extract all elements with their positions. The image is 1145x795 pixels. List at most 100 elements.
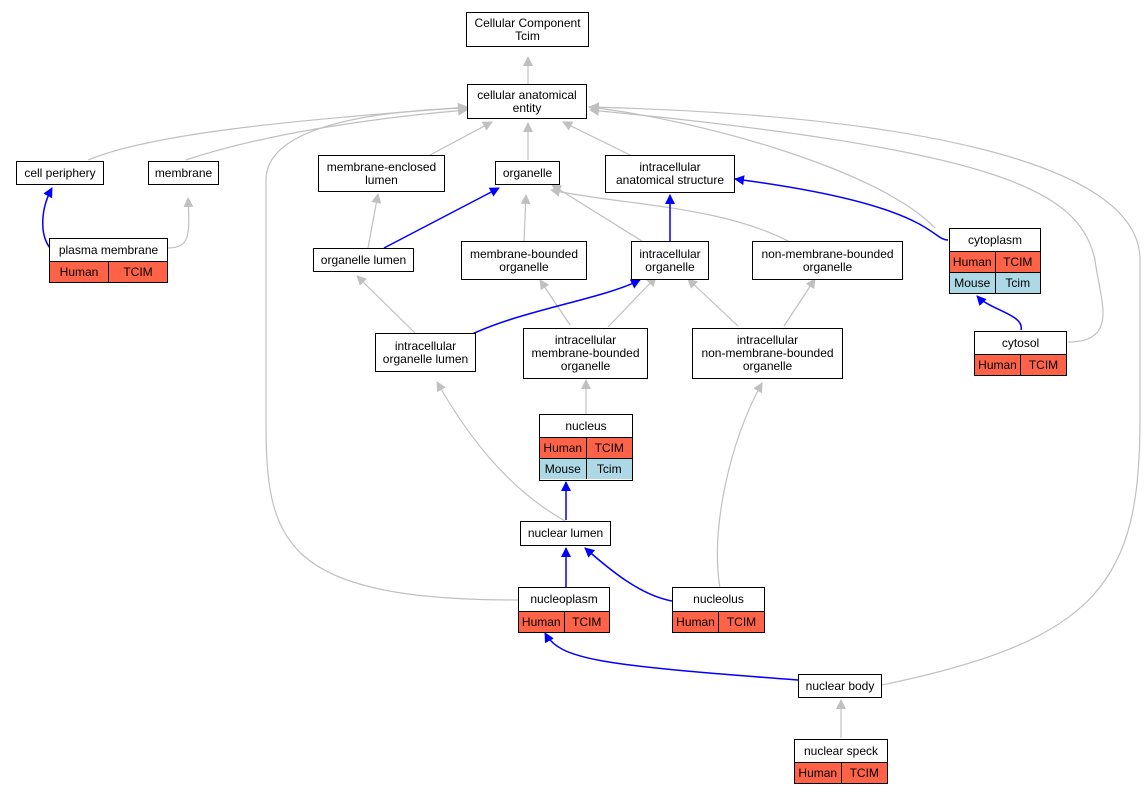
- gray-edges: [87, 56, 1141, 738]
- node-nuclear-body[interactable]: nuclear body: [798, 674, 882, 698]
- species-cell: Human: [975, 355, 1020, 375]
- edge-imbo-to-io: [607, 276, 657, 328]
- node-cellular-anatomical-entity[interactable]: cellular anatomical entity: [467, 84, 587, 119]
- edge-plasma-membrane-to-cell-periphery: [42, 187, 53, 249]
- gene-cell: TCIM: [994, 252, 1040, 272]
- edge-iol-to-organelle-lumen: [356, 275, 416, 334]
- edge-nucleolus-to-nuclear-lumen: [584, 547, 673, 602]
- node-label: intracellular organelle: [639, 246, 701, 274]
- node-intracellular-non-membrane-bounded-organelle[interactable]: intracellular non-membrane-bounded organ…: [692, 328, 843, 379]
- annotation-row-human: Human TCIM: [540, 437, 632, 458]
- edge-ias-to-cae: [562, 121, 631, 156]
- node-cytosol[interactable]: cytosol Human TCIM: [974, 331, 1067, 376]
- edge-mel-to-cae: [429, 121, 493, 156]
- annotation-row-human: Human TCIM: [975, 354, 1066, 375]
- node-label: Cellular Component Tcim: [474, 15, 581, 43]
- gene-cell: TCIM: [585, 438, 632, 458]
- node-cytoplasm[interactable]: cytoplasm Human TCIM Mouse Tcim: [949, 228, 1041, 294]
- node-label: organelle: [502, 165, 553, 180]
- species-cell: Mouse: [540, 459, 586, 479]
- species-cell: Human: [519, 612, 564, 632]
- node-label: membrane-bounded organelle: [469, 246, 579, 274]
- node-label: intracellular membrane-bounded organelle: [531, 333, 640, 373]
- edge-nuclear-body-to-nucleoplasm: [544, 632, 799, 681]
- node-label: nucleoplasm: [530, 592, 598, 606]
- gene-cell: TCIM: [563, 612, 609, 632]
- edge-cytoplasm-to-ias: [734, 175, 949, 241]
- node-membrane-enclosed-lumen[interactable]: membrane-enclosed lumen: [318, 155, 445, 192]
- node-non-membrane-bounded-organelle[interactable]: non-membrane-bounded organelle: [752, 241, 903, 280]
- edge-plasma-membrane-to-membrane: [167, 197, 194, 249]
- edge-organelle-lumen-to-mel: [367, 193, 382, 249]
- node-nucleoplasm[interactable]: nucleoplasm Human TCIM: [518, 587, 610, 633]
- edge-cytosol-to-cytoplasm: [976, 295, 1022, 331]
- blue-edges: [42, 175, 1022, 681]
- edge-nuclear-body-to-cae: [589, 102, 1141, 686]
- node-nucleolus[interactable]: nucleolus Human TCIM: [672, 587, 765, 633]
- node-membrane[interactable]: membrane: [148, 161, 219, 185]
- edge-imbo-to-mbo: [539, 279, 571, 326]
- node-cell-periphery[interactable]: cell periphery: [16, 161, 104, 185]
- species-cell: Human: [673, 612, 718, 632]
- node-label: cellular anatomical entity: [477, 87, 577, 115]
- edge-iol-to-io: [465, 279, 641, 338]
- species-cell: Human: [950, 252, 995, 272]
- node-label: non-membrane-bounded organelle: [761, 246, 894, 274]
- node-label: membrane: [154, 165, 213, 180]
- edge-mbo-to-organelle: [520, 194, 531, 243]
- node-label: cell periphery: [24, 165, 96, 180]
- annotation-row-human: Human TCIM: [673, 611, 764, 632]
- species-cell: Mouse: [950, 273, 995, 293]
- node-cellular-component[interactable]: Cellular Component Tcim: [466, 12, 589, 47]
- gene-cell: TCIM: [108, 262, 167, 282]
- node-label: nuclear body: [805, 678, 875, 693]
- node-nucleus[interactable]: nucleus Human TCIM Mouse Tcim: [539, 414, 633, 481]
- edge-inmbo-to-io: [687, 278, 739, 327]
- node-intracellular-membrane-bounded-organelle[interactable]: intracellular membrane-bounded organelle: [523, 328, 648, 379]
- edge-nucleolus-to-inmbo: [716, 382, 763, 589]
- gene-cell: Tcim: [585, 459, 632, 479]
- node-label: cytoplasm: [967, 232, 1023, 247]
- node-label: nuclear speck: [803, 743, 879, 758]
- species-cell: Human: [50, 262, 108, 282]
- annotation-row-human: Human TCIM: [50, 261, 167, 282]
- species-cell: Human: [540, 438, 586, 458]
- node-label: intracellular non-membrane-bounded organ…: [701, 333, 834, 373]
- node-plasma-membrane[interactable]: plasma membrane Human TCIM: [49, 238, 168, 283]
- edge-membrane-to-cae: [185, 105, 468, 161]
- node-nuclear-speck[interactable]: nuclear speck Human TCIM: [794, 739, 888, 784]
- edge-inmbo-to-nmbo: [783, 278, 816, 327]
- node-label: plasma membrane: [58, 242, 159, 257]
- gene-cell: Tcim: [994, 273, 1040, 293]
- node-organelle[interactable]: organelle: [495, 161, 560, 185]
- node-intracellular-anatomical-structure[interactable]: intracellular anatomical structure: [605, 155, 735, 193]
- node-intracellular-organelle-lumen[interactable]: intracellular organelle lumen: [375, 333, 476, 372]
- annotation-row-human: Human TCIM: [519, 611, 609, 632]
- node-label: nuclear lumen: [527, 526, 604, 540]
- node-label: nucleus: [565, 418, 607, 433]
- edge-cytosol-to-cae: [589, 105, 1104, 343]
- node-label: membrane-enclosed lumen: [326, 159, 437, 187]
- annotation-row-human: Human TCIM: [795, 762, 887, 783]
- node-nuclear-lumen[interactable]: nuclear lumen: [520, 521, 611, 546]
- node-label: organelle lumen: [320, 252, 407, 267]
- node-membrane-bounded-organelle[interactable]: membrane-bounded organelle: [461, 241, 587, 280]
- node-intracellular-organelle[interactable]: intracellular organelle: [631, 241, 709, 280]
- edge-organelle-lumen-to-organelle: [383, 187, 500, 249]
- gene-cell: TCIM: [718, 612, 764, 632]
- gene-cell: TCIM: [1020, 355, 1066, 375]
- node-label: intracellular anatomical structure: [615, 160, 725, 187]
- annotation-row-mouse: Mouse Tcim: [950, 272, 1040, 293]
- annotation-row-mouse: Mouse Tcim: [540, 458, 632, 479]
- edge-nucleoplasm-to-iol: [436, 381, 566, 522]
- node-label: intracellular organelle lumen: [382, 338, 469, 366]
- annotation-row-human: Human TCIM: [950, 251, 1040, 272]
- node-label: nucleolus: [693, 592, 744, 606]
- species-cell: Human: [795, 763, 841, 783]
- edge-nucleoplasm-to-cae: [265, 103, 519, 601]
- gene-cell: TCIM: [840, 763, 887, 783]
- edge-io-to-organelle: [551, 184, 646, 244]
- node-label: cytosol: [1001, 335, 1040, 350]
- node-organelle-lumen[interactable]: organelle lumen: [313, 248, 414, 272]
